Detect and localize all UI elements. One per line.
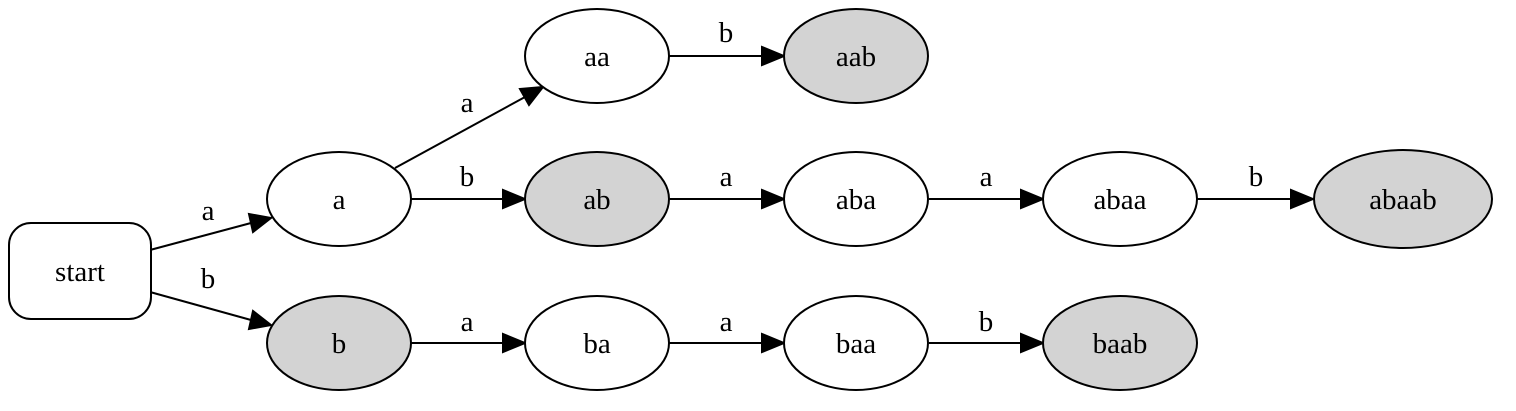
node-abaab: abaab [1313, 149, 1493, 249]
node-label: baa [836, 328, 876, 360]
node-label: ba [583, 328, 611, 360]
node-label: aab [836, 41, 876, 73]
node-label: abaab [1369, 184, 1437, 216]
node-label: aba [836, 184, 876, 216]
node-b: b [266, 295, 412, 391]
node-label: start [55, 256, 105, 288]
edge-a-aa: a [394, 85, 546, 169]
edge-aa-aab: b [668, 17, 787, 67]
node-baab: baab [1042, 295, 1198, 391]
edge-a-ab: b [411, 161, 528, 210]
node-label: ab [583, 184, 610, 216]
node-baa: baa [783, 295, 929, 391]
edge-label: b [1249, 161, 1264, 193]
edge-aba-abaa: a [929, 161, 1046, 210]
edge-label: b [201, 263, 216, 295]
node-label: abaa [1093, 184, 1146, 216]
edge-label: a [461, 306, 474, 338]
edge-label: a [980, 161, 993, 193]
edge-label: a [720, 306, 733, 338]
edge-abaa-abaab: b [1197, 161, 1316, 210]
edge-ba-baa: a [669, 306, 787, 354]
node-aa: aa [524, 8, 670, 104]
edge-label: a [202, 195, 215, 227]
node-aab: aab [783, 8, 929, 104]
edge-label: b [460, 161, 475, 193]
node-label: aa [584, 41, 610, 73]
node-ab: ab [524, 151, 670, 247]
node-a: a [266, 151, 412, 247]
edge-start-b: b [149, 263, 274, 331]
edge-label: b [719, 17, 734, 49]
node-label: a [333, 184, 346, 216]
node-abaa: abaa [1042, 151, 1198, 247]
edge-label: a [720, 161, 733, 193]
edge-b-ba: a [411, 306, 528, 354]
edge-baa-baab: b [929, 306, 1046, 354]
node-ba: ba [524, 295, 670, 391]
node-start: start [8, 222, 152, 320]
edge-label: b [979, 306, 994, 338]
edge-ab-aba: a [669, 161, 787, 210]
edge-label: a [461, 87, 474, 119]
node-label: baab [1093, 328, 1148, 360]
node-aba: aba [783, 151, 929, 247]
node-label: b [332, 328, 347, 360]
edge-start-a: a [149, 195, 274, 251]
